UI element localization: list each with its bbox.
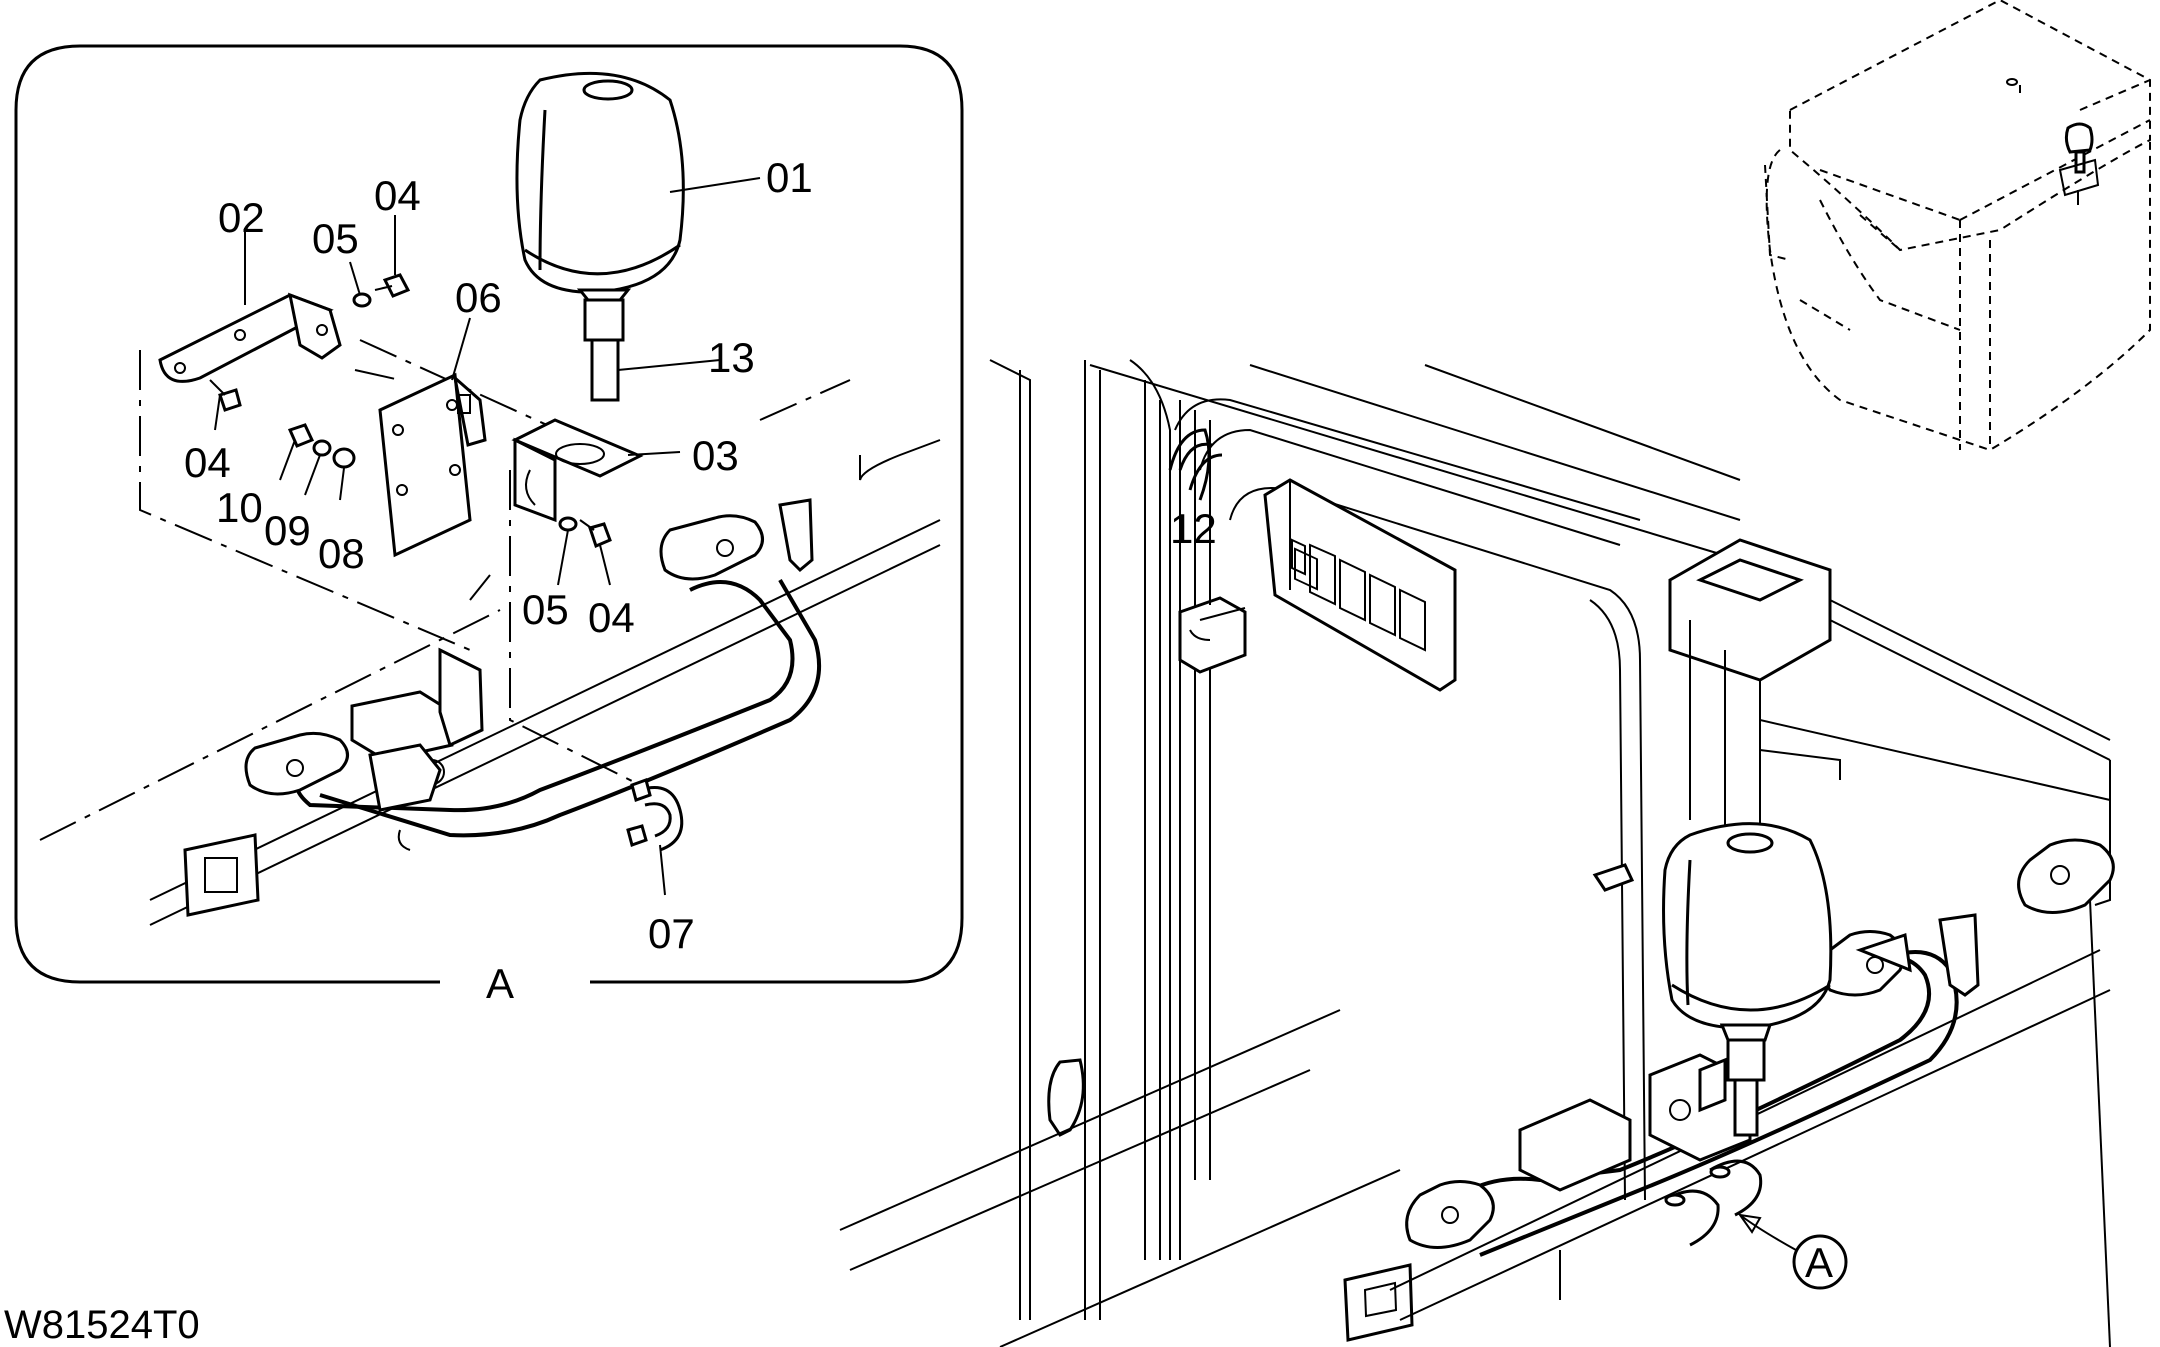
leader-lines [214, 177, 761, 896]
detail-view-a: 01 02 05 04 06 13 03 04 10 09 08 05 04 0… [14, 44, 964, 1007]
label-09: 09 [264, 507, 311, 554]
label-05-lower: 05 [522, 586, 569, 633]
detail-handrail-assembly [39, 379, 941, 926]
main-cab-view: 12 [839, 359, 2115, 1347]
washer-08 [332, 447, 356, 469]
drawing-id: W81524T0 [4, 1303, 200, 1347]
bolt-04-upper [374, 273, 411, 298]
label-07: 07 [648, 910, 695, 957]
washer-09 [312, 439, 332, 457]
label-08: 08 [318, 530, 365, 577]
view-label-a: A [486, 960, 514, 1007]
u-bolt-07 [626, 778, 684, 852]
thumbnail-cab [1764, 0, 2151, 452]
detail-frame [14, 44, 964, 984]
label-02: 02 [218, 194, 265, 241]
callout-circle-a [1792, 1234, 1848, 1290]
callout-label-a: A [1805, 1239, 1833, 1286]
lamp-bracket-03 [511, 418, 644, 523]
washer-05-lower [558, 516, 578, 532]
main-lamp-mount [1648, 1053, 1763, 1247]
angle-bracket-02 [158, 292, 342, 383]
beacon-lamp-01 [515, 71, 685, 402]
callout-leader [1739, 1214, 1797, 1251]
label-06: 06 [455, 274, 502, 321]
switch-panel [1263, 478, 1457, 692]
label-10: 10 [216, 484, 263, 531]
label-01: 01 [766, 154, 813, 201]
label-12: 12 [1170, 505, 1217, 552]
main-beacon-lamp [1662, 822, 1833, 1137]
label-04-lower: 04 [588, 594, 635, 641]
label-03: 03 [692, 432, 739, 479]
label-04-upper: 04 [374, 172, 421, 219]
bolt-04-left [209, 379, 242, 412]
label-04-left: 04 [184, 439, 231, 486]
switch-12 [1178, 596, 1247, 674]
washer-05-upper [352, 292, 372, 308]
label-05-upper: 05 [312, 215, 359, 262]
mounting-plate-06 [378, 372, 487, 558]
label-13: 13 [708, 334, 755, 381]
bolt-04-lower [579, 519, 612, 549]
